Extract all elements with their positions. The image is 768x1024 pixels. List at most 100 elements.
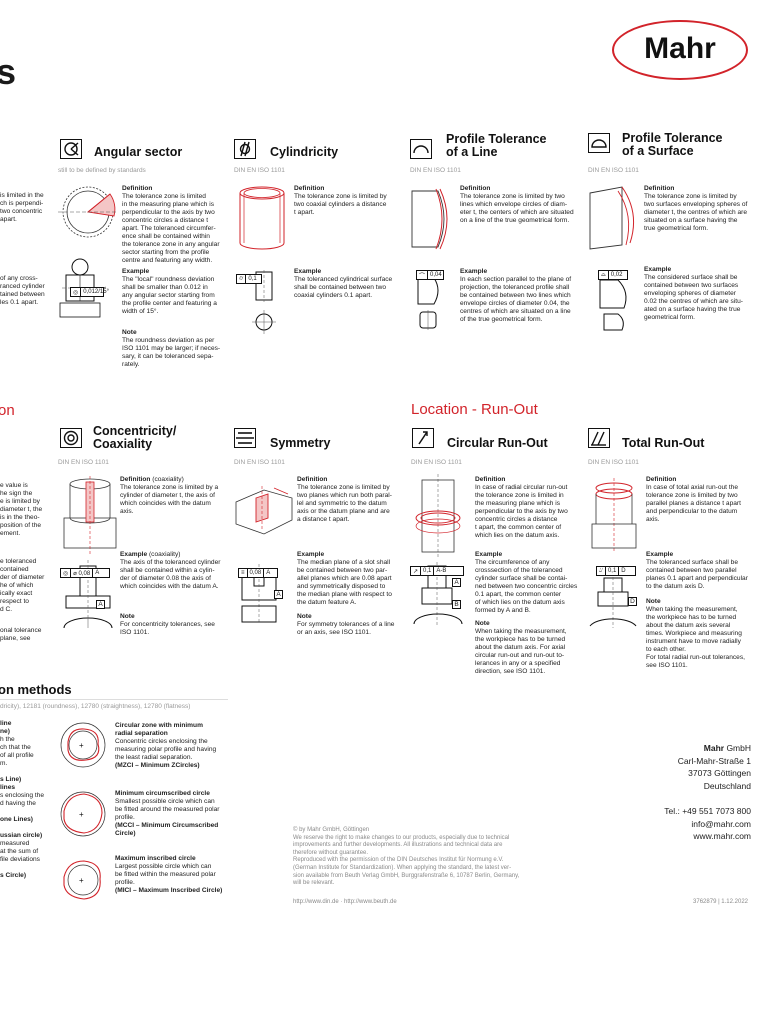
profile-surface-symbol — [588, 133, 610, 153]
total-runout-symbol — [588, 428, 610, 448]
profile-line-def-figure — [411, 188, 448, 250]
company-address: Mahr GmbH Carl-Mahr-Straße 1 37073 Götti… — [600, 742, 751, 843]
concentricity-example-figure — [63, 560, 113, 629]
angular-sector-def-figure — [58, 186, 118, 238]
profile-line-tolerance-frame: ⌒0,04 — [416, 270, 444, 280]
svg-text:+: + — [79, 741, 84, 750]
symmetry-icon — [236, 432, 254, 444]
location-runout-heading: Location - Run-Out — [411, 401, 538, 418]
profile-surface-def-figure — [589, 186, 635, 250]
profile-line-icon — [413, 145, 429, 154]
profile-line-std: DIN EN ISO 1101 — [410, 167, 461, 174]
angular-sector-tolerance-frame: ◎0,012/15° — [70, 287, 109, 297]
profile-line-symbol — [410, 139, 432, 159]
mici-figure: + — [63, 860, 101, 900]
mahr-logo: Mahr — [612, 20, 748, 80]
profile-surface-icon — [591, 139, 607, 148]
cylindricity-icon — [239, 141, 251, 157]
concentricity-icon — [63, 430, 79, 446]
total-runout-datum: D — [628, 597, 637, 606]
cylindricity-definition: Definition The tolerance zone is limited… — [294, 185, 387, 216]
cylindricity-tolerance-frame: ⌭0,1 — [236, 274, 262, 284]
evaluation-divider — [0, 699, 228, 700]
profile-line-definition: Definition The tolerance zone is limited… — [460, 185, 574, 224]
circular-runout-definition: Definition In case of radial circular ru… — [475, 476, 568, 539]
total-runout-std: DIN EN ISO 1101 — [588, 459, 639, 466]
angular-sector-symbol — [60, 139, 82, 159]
total-runout-def-figure — [591, 478, 637, 552]
circular-runout-title: Circular Run-Out — [447, 436, 548, 450]
concentricity-definition: Definition (coaxiality) The tolerance zo… — [120, 476, 219, 515]
mcci-figure: + — [60, 791, 106, 837]
page-title-fragment: s — [0, 51, 17, 92]
svg-text:+: + — [79, 810, 84, 819]
company-phone: Tel.: +49 551 7073 800 — [664, 806, 751, 816]
cylindricity-symbol — [234, 139, 256, 159]
symmetry-definition: Definition The tolerance zone is limited… — [297, 476, 392, 523]
company-name: Mahr GmbH — [703, 743, 751, 753]
profile-surface-std: DIN EN ISO 1101 — [588, 167, 639, 174]
total-runout-note: Note When taking the measurement,the wor… — [646, 598, 745, 669]
symmetry-title: Symmetry — [270, 436, 331, 450]
mcci-text: Minimum circumscribed circle Smallest po… — [115, 790, 220, 837]
circular-runout-icon — [418, 431, 428, 445]
cylindricity-def-figure — [239, 186, 285, 250]
mici-text: Maximum inscribed circle Largest possibl… — [115, 855, 223, 894]
angular-sector-definition: Definition The tolerance zone is limited… — [122, 185, 220, 264]
profile-surface-definition: Definition The tolerance zone is limited… — [644, 185, 748, 232]
angular-sector-icon — [64, 142, 79, 156]
total-runout-definition: Definition In case of total axial run-ou… — [646, 476, 741, 523]
circular-runout-note: Note When taking the measurement,the wor… — [475, 620, 567, 675]
concentricity-def-figure — [63, 476, 117, 556]
total-runout-icon — [591, 431, 606, 446]
symmetry-datum: A — [274, 590, 283, 599]
circular-runout-symbol — [412, 428, 434, 448]
symmetry-symbol — [234, 428, 256, 448]
profile-surface-example-figure — [599, 279, 627, 331]
company-website[interactable]: www.mahr.com — [693, 831, 751, 841]
symmetry-def-figure — [235, 486, 293, 535]
concentricity-datum: A — [96, 600, 105, 609]
total-runout-title: Total Run-Out — [622, 436, 705, 450]
symmetry-example: Example The median plane of a slot shall… — [297, 551, 392, 606]
svg-text:+: + — [79, 876, 84, 885]
legal-links[interactable]: http://www.din.de · http://www.beuth.de — [293, 899, 397, 905]
cylindricity-std: DIN EN ISO 1101 — [234, 167, 285, 174]
angular-sector-title: Angular sector — [94, 145, 183, 159]
cylindricity-example-figure — [252, 270, 276, 334]
profile-surface-tolerance-frame: ⌓0,02 — [598, 270, 628, 280]
concentricity-symbol — [60, 428, 82, 448]
cylindricity-example: Example The toleranced cylindrical surfa… — [294, 268, 393, 299]
left-red-heading-fragment: on — [0, 402, 15, 419]
circular-runout-def-figure — [415, 474, 461, 558]
profile-line-example: Example In each section parallel to the … — [460, 268, 572, 323]
mzci-figure: + — [60, 722, 106, 768]
concentricity-example: Example (coaxiality) The axis of the tol… — [120, 551, 221, 590]
angular-sector-std: still to be defined by standards — [58, 167, 146, 174]
circular-runout-std: DIN EN ISO 1101 — [411, 459, 462, 466]
circular-runout-datum-b: B — [452, 600, 461, 609]
cylindricity-title: Cylindricity — [270, 145, 339, 159]
company-email[interactable]: info@mahr.com — [691, 818, 751, 829]
concentricity-std: DIN EN ISO 1101 — [58, 459, 109, 466]
concentricity-title: Concentricity/Coaxiality — [93, 424, 177, 451]
evaluation-std-line: dricity), 12181 (roundness), 12780 (stra… — [0, 703, 191, 710]
